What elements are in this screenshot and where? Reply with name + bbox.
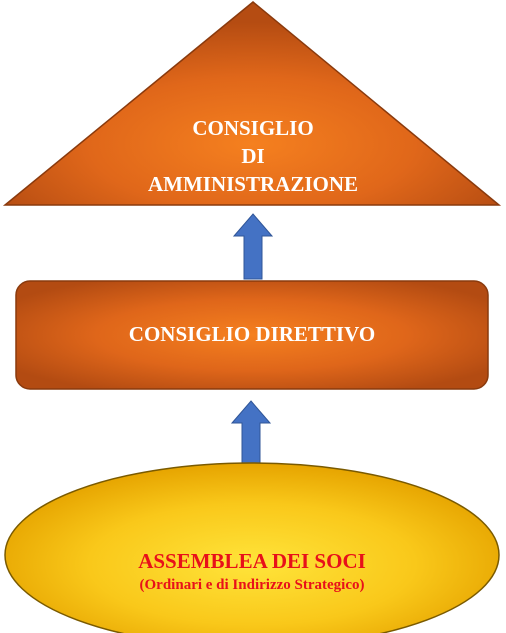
middle-box-label: CONSIGLIO DIRETTIVO	[128, 322, 376, 346]
top-box-line-1: CONSIGLIO	[192, 116, 314, 140]
middle-box-shape	[15, 280, 489, 390]
top-box-label: CONSIGLIO DI AMMINISTRAZIONE	[103, 114, 403, 198]
bottom-box-title: ASSEMBLEA DEI SOCI	[138, 549, 366, 573]
top-triangle-shape	[2, 1, 502, 206]
bottom-ellipse-shape	[4, 462, 500, 633]
arrow-up-icon-upper	[232, 213, 274, 280]
bottom-box-subtitle: (Ordinari e di Indirizzo Strategico)	[139, 577, 365, 593]
top-box-line-2: DI	[241, 144, 265, 168]
arrow-up-icon-lower	[230, 400, 272, 467]
top-box-line-3: AMMINISTRAZIONE	[147, 172, 359, 196]
